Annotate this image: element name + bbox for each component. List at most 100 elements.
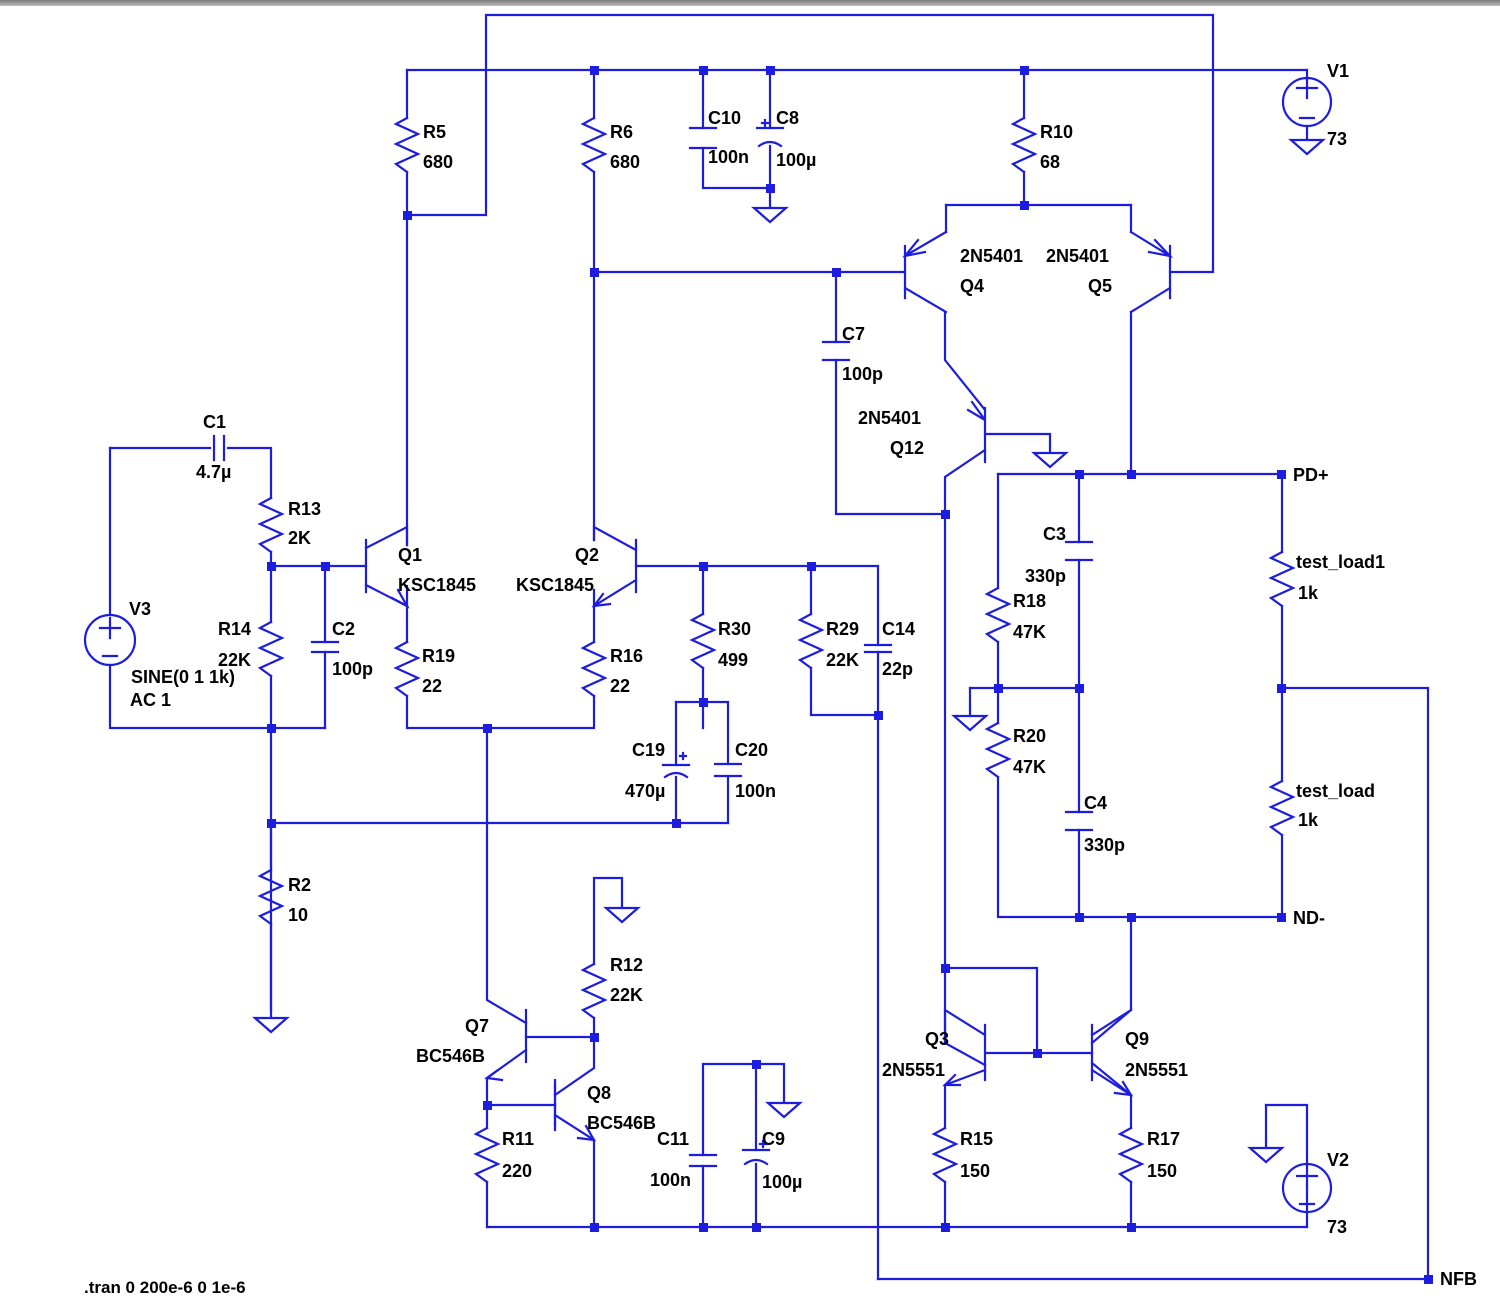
- r10-resistor[interactable]: [1010, 116, 1038, 174]
- r29-resistor[interactable]: [797, 612, 825, 670]
- c8-value: 100µ: [776, 150, 816, 170]
- r17-ref: R17: [1147, 1129, 1180, 1149]
- net-label-nfb: NFB: [1440, 1269, 1477, 1289]
- test-load-ref: test_load: [1296, 781, 1375, 801]
- ground-icon: [1248, 1138, 1284, 1164]
- test-load1-resistor[interactable]: [1268, 550, 1296, 608]
- capacitors: [212, 118, 1094, 1168]
- ground-icon: [752, 198, 788, 224]
- test-load-value: 1k: [1298, 810, 1319, 830]
- r5-value: 680: [423, 152, 453, 172]
- r5-resistor[interactable]: [393, 116, 421, 174]
- v2-source[interactable]: [1281, 1162, 1333, 1214]
- r12-ref: R12: [610, 955, 643, 975]
- junctions: [267, 66, 1433, 1284]
- test-load1-ref: test_load1: [1296, 552, 1385, 572]
- r16-resistor[interactable]: [580, 640, 608, 698]
- r20-resistor[interactable]: [984, 721, 1012, 779]
- r2-value: 10: [288, 905, 308, 925]
- q1-transistor[interactable]: [364, 525, 410, 609]
- test-load-resistor[interactable]: [1268, 779, 1296, 837]
- r6-resistor[interactable]: [580, 116, 608, 174]
- c8-capacitor[interactable]: [755, 126, 785, 148]
- c2-capacitor[interactable]: [310, 640, 340, 654]
- v2-ref: V2: [1327, 1150, 1349, 1170]
- v3-value: SINE(0 1 1k): [131, 667, 235, 687]
- q12-transistor[interactable]: [966, 400, 987, 464]
- c7-capacitor[interactable]: [821, 340, 851, 362]
- c3-capacitor[interactable]: [1064, 540, 1094, 562]
- q2-ref: Q2: [575, 545, 599, 565]
- q4-transistor[interactable]: [902, 230, 948, 314]
- r30-resistor[interactable]: [689, 612, 717, 670]
- q12-model: 2N5401: [858, 408, 921, 428]
- q1-model: KSC1845: [398, 575, 476, 595]
- r11-resistor[interactable]: [473, 1126, 501, 1184]
- r18-resistor[interactable]: [984, 586, 1012, 644]
- r12-resistor[interactable]: [580, 962, 608, 1020]
- r15-resistor[interactable]: [931, 1126, 959, 1184]
- c20-capacitor[interactable]: [713, 762, 743, 778]
- c1-capacitor[interactable]: [212, 434, 226, 462]
- r15-ref: R15: [960, 1129, 993, 1149]
- grounds: [253, 130, 1325, 1164]
- v3-source[interactable]: [83, 613, 137, 667]
- q9-transistor[interactable]: [1090, 1008, 1134, 1097]
- r18-value: 47K: [1013, 622, 1046, 642]
- q3-ref: Q3: [925, 1029, 949, 1049]
- q5-ref: Q5: [1088, 276, 1112, 296]
- r2-resistor[interactable]: [257, 868, 285, 926]
- q12-ref: Q12: [890, 438, 924, 458]
- v1-ref: V1: [1327, 61, 1349, 81]
- q3-model: 2N5551: [882, 1060, 945, 1080]
- q7-transistor[interactable]: [484, 1008, 528, 1082]
- r16-ref: R16: [610, 646, 643, 666]
- r17-resistor[interactable]: [1117, 1126, 1145, 1184]
- q8-transistor[interactable]: [553, 1078, 597, 1142]
- voltage-sources: [83, 76, 1333, 1214]
- c2-value: 100p: [332, 659, 373, 679]
- c10-value: 100n: [708, 147, 749, 167]
- r30-ref: R30: [718, 619, 751, 639]
- r17-value: 150: [1147, 1161, 1177, 1181]
- c10-capacitor[interactable]: [688, 126, 718, 150]
- spice-directive[interactable]: .tran 0 200e-6 0 1e-6: [84, 1278, 246, 1297]
- r29-ref: R29: [826, 619, 859, 639]
- c14-capacitor[interactable]: [863, 643, 893, 654]
- q3-transistor[interactable]: [942, 1008, 987, 1087]
- c4-capacitor[interactable]: [1064, 810, 1094, 832]
- r30-value: 499: [718, 650, 748, 670]
- net-label-nd-minus: ND-: [1293, 908, 1325, 928]
- v1-value: 73: [1327, 129, 1347, 149]
- c8-ref: C8: [776, 108, 799, 128]
- transistors: [364, 230, 1174, 1142]
- r19-value: 22: [422, 676, 442, 696]
- r14-value: 22K: [218, 650, 251, 670]
- r14-ref: R14: [218, 619, 251, 639]
- c7-ref: C7: [842, 324, 865, 344]
- r13-value: 2K: [288, 528, 311, 548]
- r5-ref: R5: [423, 122, 446, 142]
- c20-value: 100n: [735, 781, 776, 801]
- v1-source[interactable]: [1281, 76, 1333, 128]
- r6-ref: R6: [610, 122, 633, 142]
- c19-capacitor[interactable]: [661, 763, 691, 779]
- c11-capacitor[interactable]: [688, 1153, 718, 1168]
- r13-resistor[interactable]: [257, 496, 285, 554]
- r20-ref: R20: [1013, 726, 1046, 746]
- r20-value: 47K: [1013, 757, 1046, 777]
- q5-transistor[interactable]: [1129, 230, 1174, 314]
- q8-model: BC546B: [587, 1113, 656, 1133]
- resistors: [257, 116, 1296, 1184]
- c9-capacitor[interactable]: [741, 1148, 771, 1166]
- q4-ref: Q4: [960, 276, 984, 296]
- net-label-pd-plus: PD+: [1293, 465, 1329, 485]
- c14-ref: C14: [882, 619, 915, 639]
- q2-transistor[interactable]: [591, 525, 638, 608]
- q9-ref: Q9: [1125, 1029, 1149, 1049]
- r19-resistor[interactable]: [393, 640, 421, 698]
- v2-value: 73: [1327, 1217, 1347, 1237]
- q9-model: 2N5551: [1125, 1060, 1188, 1080]
- r14-resistor[interactable]: [257, 620, 285, 678]
